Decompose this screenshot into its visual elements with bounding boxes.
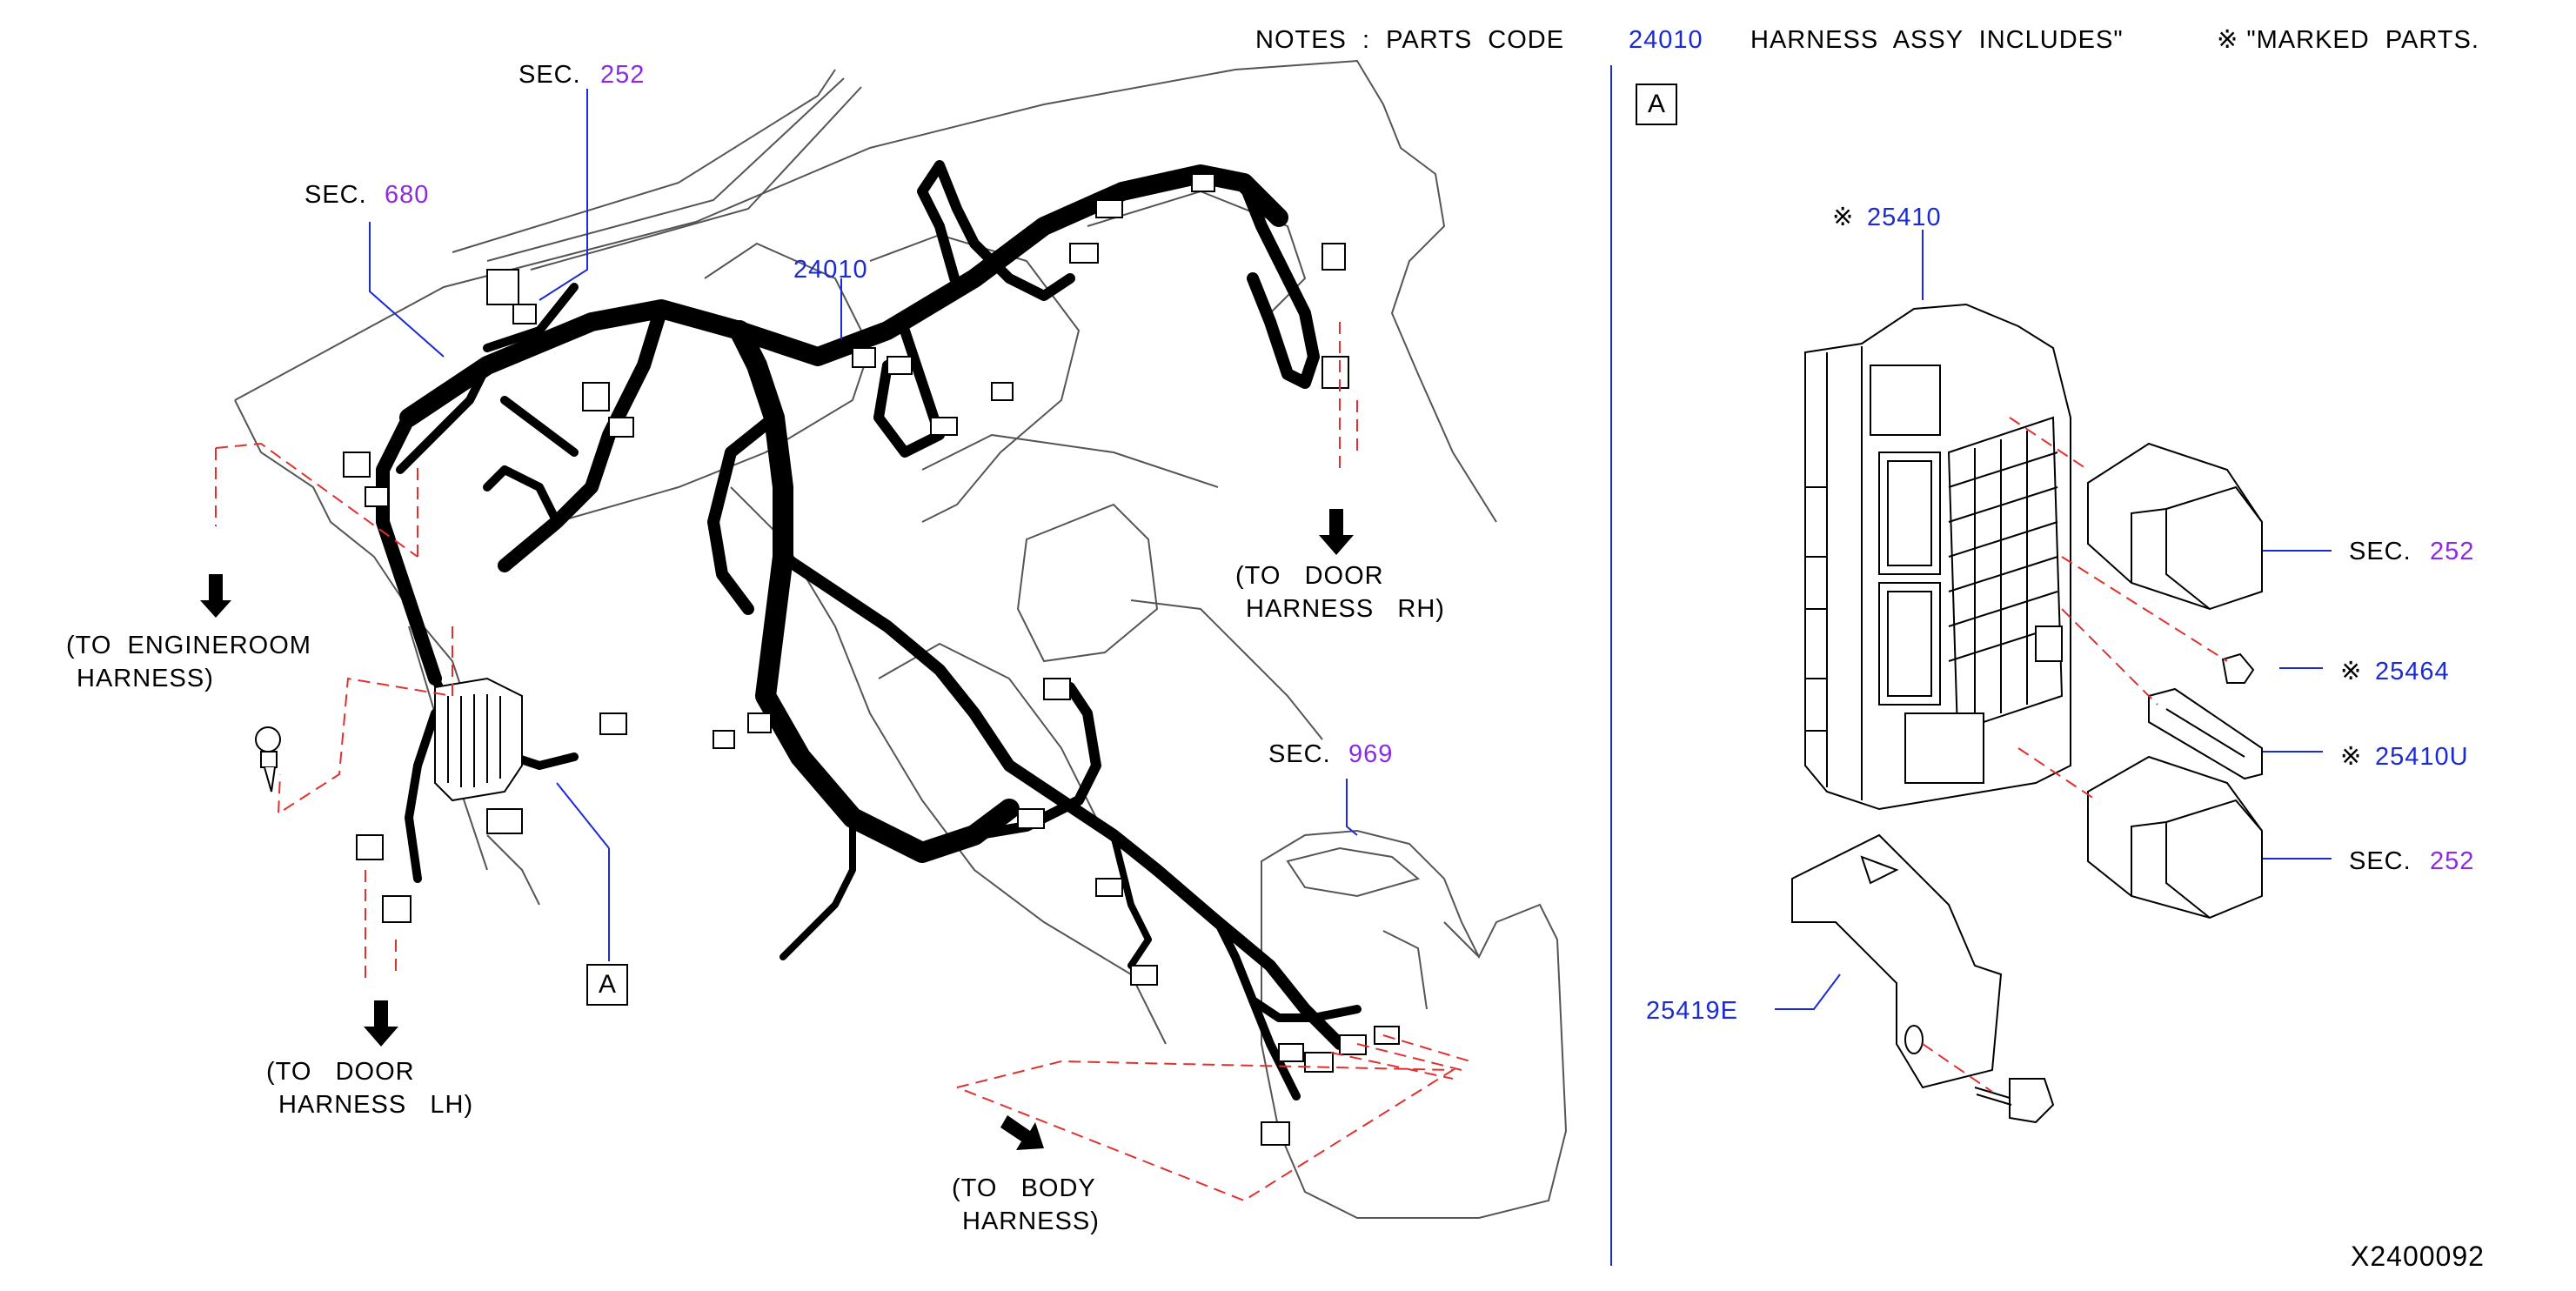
connector (1017, 808, 1045, 829)
connector (382, 895, 411, 923)
notes-suffix: HARNESS ASSY INCLUDES" (1750, 26, 2124, 54)
relay-lower (2087, 755, 2263, 920)
connector (1339, 1034, 1367, 1055)
arrow-door-lh (364, 1000, 398, 1047)
bracket-screw (1974, 1078, 2055, 1124)
connector (582, 382, 610, 411)
door-lh-callout-2: HARNESS LH) (278, 1091, 474, 1119)
sec-label: SEC. (2349, 847, 2412, 875)
fuse-block-mark: ※ (1832, 204, 1855, 231)
part-25464-mark: ※ (2340, 658, 2363, 686)
dashed-guides-right (1922, 417, 2228, 1093)
notes-code[interactable]: 24010 (1629, 26, 1703, 54)
body-callout-1: (TO BODY (952, 1174, 1096, 1202)
connector (1321, 356, 1349, 389)
part-25410U-link[interactable]: 25410U (2375, 743, 2469, 771)
connector (1261, 1121, 1290, 1146)
connector (1095, 878, 1123, 897)
connector (713, 730, 735, 749)
connector (1191, 173, 1215, 192)
arrow-door-rh (1319, 509, 1354, 555)
leader-lines (369, 89, 2332, 1010)
connector (365, 486, 389, 507)
detail-a-ref[interactable]: A (586, 964, 628, 1006)
sec-680-link[interactable]: 680 (385, 181, 430, 209)
engineroom-callout-2: HARNESS) (77, 665, 214, 692)
part-25410U (2148, 687, 2263, 780)
connector (512, 304, 537, 324)
connector (1304, 1052, 1334, 1073)
connector (930, 417, 958, 436)
arrow-engineroom (200, 574, 231, 618)
dashed-guides-left (215, 322, 1471, 1202)
connector (599, 712, 627, 735)
connector (356, 834, 384, 860)
connector (1069, 243, 1099, 264)
door-lh-callout-1: (TO DOOR (266, 1058, 415, 1086)
connector (1278, 1043, 1304, 1062)
sec-252-top-link[interactable]: 252 (600, 61, 646, 89)
clip-bolt (255, 726, 281, 793)
center-console (1261, 829, 1568, 1219)
connector (991, 382, 1014, 401)
sec-969-link[interactable]: 969 (1348, 740, 1394, 768)
connector (852, 347, 876, 368)
body-callout-2: HARNESS) (962, 1207, 1100, 1235)
diagram-id: X2400092 (2351, 1241, 2485, 1272)
connector (343, 452, 371, 478)
part-25464 (2221, 652, 2255, 684)
sec-label: SEC. (519, 61, 581, 89)
arrows (200, 509, 1354, 1150)
notes-prefix: NOTES : PARTS CODE (1255, 26, 1565, 54)
arrow-body (1000, 1115, 1044, 1150)
sec-label: SEC. (1268, 740, 1331, 768)
fuse-block-on-vehicle (434, 677, 523, 802)
sec-252-right-b-link[interactable]: 252 (2430, 847, 2475, 875)
fuse-block-assembly (1804, 303, 2071, 811)
connector (1374, 1026, 1400, 1045)
part-25464-link[interactable]: 25464 (2375, 658, 2450, 686)
connector (1043, 678, 1071, 700)
connector (1130, 965, 1158, 986)
connector (1321, 243, 1346, 271)
door-rh-callout-1: (TO DOOR (1235, 562, 1384, 590)
engineroom-callout-1: (TO ENGINEROOM (66, 632, 311, 659)
part-24010-link[interactable]: 24010 (793, 256, 868, 284)
relay-upper (2087, 442, 2263, 611)
sec-label: SEC. (304, 181, 367, 209)
part-25410U-mark: ※ (2340, 743, 2363, 771)
connector (1095, 199, 1123, 218)
notes-marked: ※ "MARKED PARTS. (2217, 26, 2479, 54)
connector (486, 808, 523, 834)
bracket-25419E (1791, 833, 2003, 1089)
harness-connectors (343, 173, 1400, 1146)
connector (486, 269, 519, 305)
connector (887, 356, 913, 375)
door-rh-callout-2: HARNESS RH) (1246, 595, 1445, 623)
connector (608, 417, 634, 438)
part-25419E-link[interactable]: 25419E (1646, 997, 1738, 1025)
connector (747, 712, 772, 733)
sec-252-right-a-link[interactable]: 252 (2430, 538, 2475, 565)
sec-label: SEC. (2349, 538, 2412, 565)
part-25410-link[interactable]: 25410 (1867, 204, 1942, 231)
detail-a-label: A (1636, 84, 1677, 125)
